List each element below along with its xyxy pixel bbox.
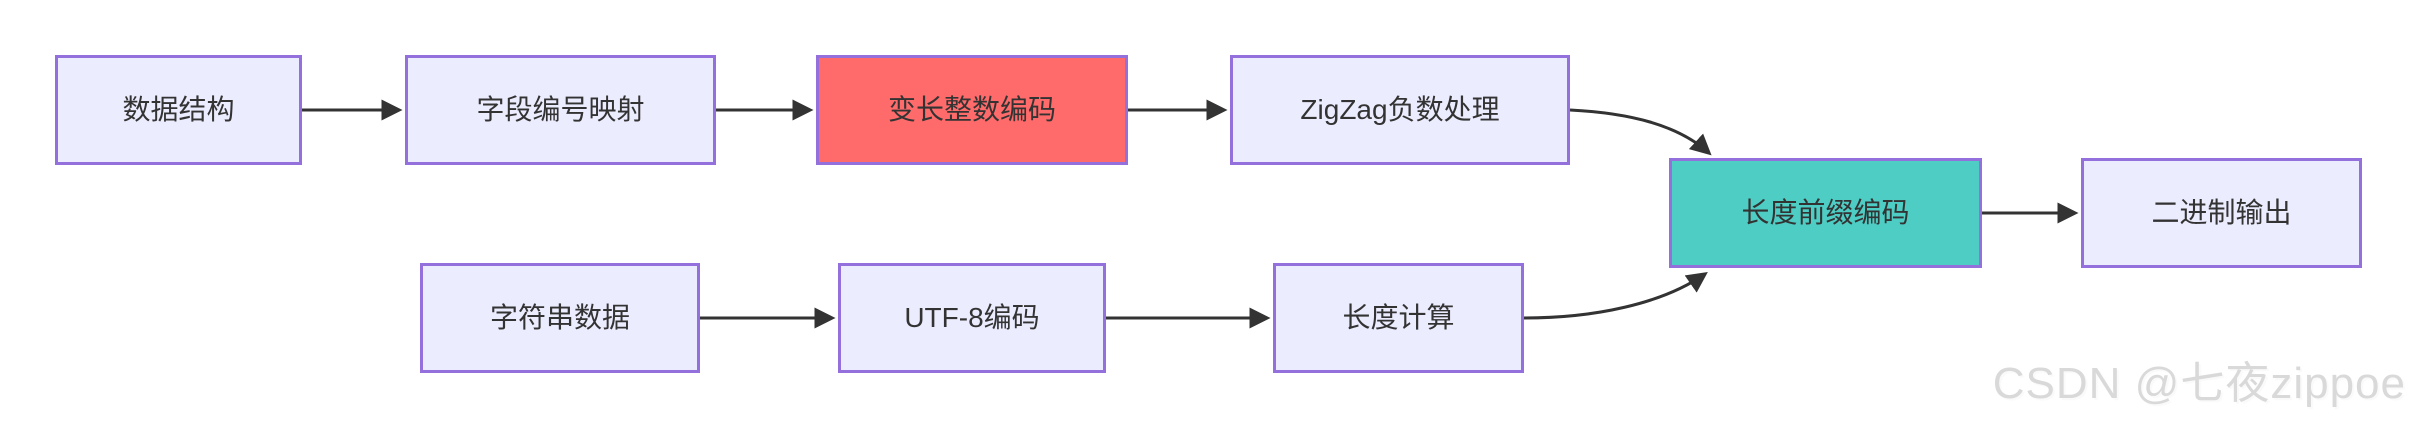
node-varint-encoding: 变长整数编码 bbox=[816, 55, 1128, 165]
node-string-data: 字符串数据 bbox=[420, 263, 700, 373]
node-length-calculation: 长度计算 bbox=[1273, 263, 1524, 373]
edge-i-e bbox=[1523, 271, 1708, 320]
node-utf8-encoding: UTF-8编码 bbox=[838, 263, 1106, 373]
node-zigzag-negative-handling: ZigZag负数处理 bbox=[1230, 55, 1570, 165]
node-data-structure: 数据结构 bbox=[55, 55, 302, 165]
edge-d-e bbox=[1569, 108, 1712, 156]
node-length-prefix-encoding: 长度前缀编码 bbox=[1669, 158, 1982, 268]
csdn-watermark: CSDN @七夜zippoe bbox=[1992, 359, 2406, 408]
node-field-number-mapping: 字段编号映射 bbox=[405, 55, 716, 165]
node-binary-output: 二进制输出 bbox=[2081, 158, 2362, 268]
